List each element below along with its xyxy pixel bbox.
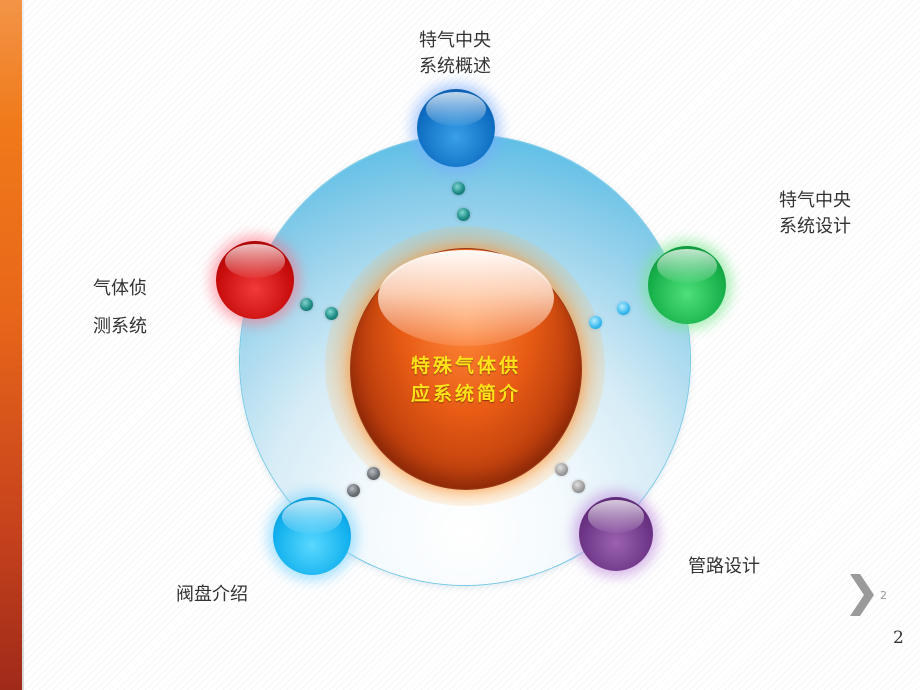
center-title: 特殊气体供 应系统简介 [378,352,554,408]
side-accent-bar [0,0,24,690]
connector-dot-br-2 [572,480,585,493]
connector-dot-right-2 [589,316,602,329]
connector-dot-top-1 [452,182,465,195]
connector-dot-bl-1 [367,467,380,480]
label-detection-line2: 测系统 [93,316,147,337]
node-detection[interactable] [216,241,294,319]
label-design-line1: 特气中央 [779,190,851,211]
label-design: 特气中央 系统设计 [760,188,870,240]
connector-dot-left-2 [325,307,338,320]
center-highlight [378,250,554,346]
label-piping-line1: 管路设计 [688,556,760,577]
node-overview[interactable] [417,89,495,167]
center-title-line2: 应系统简介 [410,383,521,405]
connector-dot-top-2 [457,208,470,221]
label-overview: 特气中央 系统概述 [395,28,515,80]
label-detection-line1: 气体侦 [93,278,147,299]
node-valve-panel[interactable] [273,497,351,575]
node-piping[interactable] [579,497,653,571]
page-indicator: 2 [880,589,887,602]
connector-dot-right-1 [617,302,630,315]
center-title-line1: 特殊气体供 [410,355,521,377]
connector-dot-br-1 [555,463,568,476]
label-valve-panel-line1: 阀盘介绍 [176,584,248,605]
label-valve-panel: 阀盘介绍 [160,582,264,608]
page-number: 2 [893,628,904,648]
label-design-line2: 系统设计 [779,216,851,237]
label-overview-line1: 特气中央 [419,30,491,51]
connector-dot-bl-2 [347,484,360,497]
label-overview-line2: 系统概述 [419,56,491,77]
label-detection: 气体侦 测系统 [78,270,162,346]
label-piping: 管路设计 [674,554,774,580]
connector-dot-left-1 [300,298,313,311]
node-design[interactable] [648,246,726,324]
chevron-right-icon[interactable] [846,570,876,620]
